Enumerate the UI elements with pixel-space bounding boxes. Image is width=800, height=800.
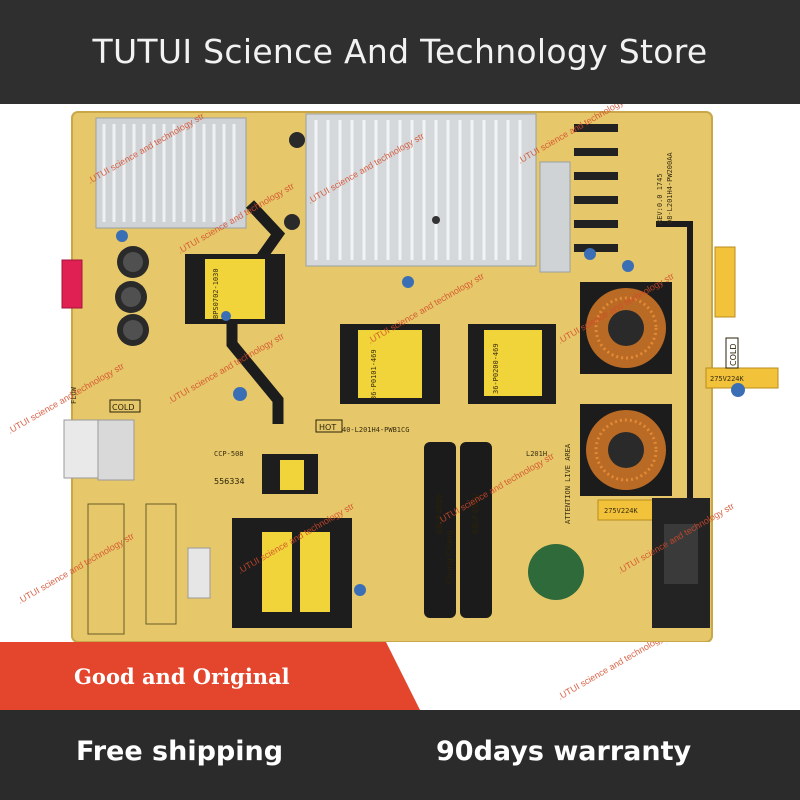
- label-num: 556334: [214, 477, 245, 486]
- red-connector: [61, 259, 83, 309]
- cap-label-1: 68uF450V: [435, 493, 444, 534]
- label-rev: REV:0.0 1745: [656, 173, 664, 224]
- xcap-label-2: 275V224K: [604, 507, 639, 515]
- footer-bar: Free shipping 90days warranty: [0, 710, 800, 800]
- free-shipping-text: Free shipping: [76, 736, 284, 767]
- toroid-top: [580, 282, 672, 374]
- transformer-small: [262, 454, 318, 494]
- promo-tag-text: Good and Original: [74, 664, 290, 689]
- label-attention: ATTENTION LIVE AREA: [564, 443, 572, 524]
- product-photo: 68uF450V 68uF450V Chong Chang 275V224K 2…: [0, 104, 800, 642]
- diode-array: [574, 124, 618, 252]
- label-l201h: L201H: [526, 450, 547, 458]
- label-part: 08-L201H4-PW200AA: [666, 152, 674, 224]
- x-capacitor-1: [714, 246, 736, 318]
- ceramic-caps: [116, 230, 745, 596]
- transformer-top-left: [185, 254, 285, 324]
- transformer-bottom: [232, 518, 352, 628]
- label-flow: FLOW: [70, 386, 78, 404]
- transformer-center: [340, 324, 440, 404]
- store-title: TUTUI Science And Technology Store: [92, 32, 708, 71]
- label-ccp: CCP-508: [214, 450, 244, 458]
- transformer-right: [468, 324, 556, 404]
- cap-label-2: 68uF450V: [471, 493, 480, 534]
- label-cold-left: COLD: [112, 403, 135, 412]
- label-cold-right: COLD: [729, 344, 738, 367]
- label-model: 40-L201H4-PWB1CG: [342, 426, 409, 434]
- xcap-label-1: 275V224K: [710, 375, 745, 383]
- label-hot: HOT: [319, 423, 336, 432]
- power-board-image: 68uF450V 68uF450V Chong Chang 275V224K 2…: [6, 104, 779, 642]
- heatsink-main: [305, 113, 537, 267]
- cap-brand: Chong Chang: [445, 530, 454, 584]
- promo-tag-row: .UTUI science and technology str Good an…: [0, 642, 800, 710]
- top-banner: TUTUI Science And Technology Store: [0, 0, 800, 104]
- bulk-capacitors: 68uF450V 68uF450V Chong Chang: [424, 442, 492, 618]
- varistor: [528, 544, 584, 600]
- promo-tag-shape: .UTUI science and technology str: [0, 642, 676, 710]
- heatsink-left: [95, 117, 247, 229]
- toroid-bottom: [580, 404, 672, 496]
- electrolytic-caps-left: [115, 132, 305, 346]
- watermark-13: .UTUI science and technology str: [556, 642, 676, 702]
- warranty-text: 90days warranty: [436, 736, 692, 767]
- label-trafo2: 36-P0101-469: [370, 349, 378, 400]
- heatsink-right: [539, 161, 571, 273]
- label-trafo1: BPS0702-1030: [212, 268, 220, 319]
- label-trafo3: 36-P0200-469: [492, 343, 500, 394]
